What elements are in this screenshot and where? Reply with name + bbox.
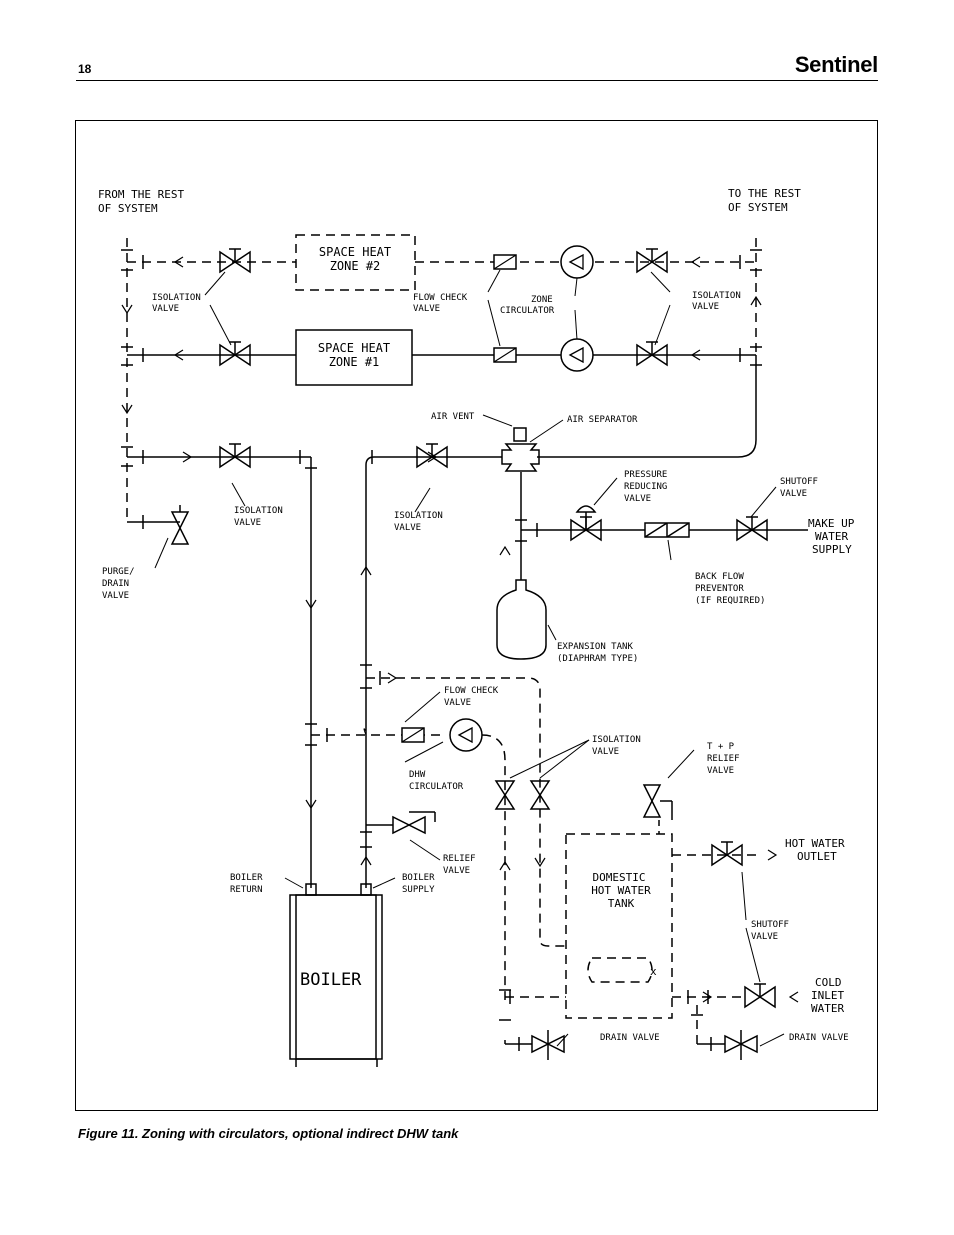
zone-circulator-1 (560, 338, 594, 372)
label-boiler-return-1: BOILER (230, 873, 263, 883)
label-shutoff-top-1: SHUTOFF (780, 477, 818, 487)
label-prv-1: PRESSURE (624, 470, 667, 480)
label-purge-1: PURGE/ (102, 567, 135, 577)
shutoff-valve-makeup (736, 516, 768, 541)
label-dhw-circ-2: CIRCULATOR (409, 782, 464, 792)
label-tp-3: VALVE (707, 766, 734, 776)
label-flow-check-1: FLOW CHECK (413, 293, 468, 303)
label-iso-left-1: ISOLATION (152, 293, 201, 303)
tp-relief-valve (642, 784, 673, 820)
label-dom-tank-2: HOT WATER (591, 884, 651, 897)
label-iso-left-2: VALVE (152, 304, 179, 314)
label-flow-check-2: VALVE (413, 304, 440, 314)
label-iso-dhw-1: ISOLATION (592, 735, 641, 745)
figure-frame (75, 120, 878, 1111)
flow-check-valve-zone2 (493, 254, 517, 270)
label-hot-outlet-2: OUTLET (797, 850, 837, 863)
label-backflow-3: (IF REQUIRED) (695, 596, 765, 606)
label-flow-check-dhw-2: VALVE (444, 698, 471, 708)
label-dom-tank-3: TANK (608, 897, 635, 910)
isolation-valve-boiler-return (219, 443, 251, 468)
page-number: 18 (78, 62, 92, 76)
label-drain-right: DRAIN VALVE (789, 1033, 849, 1043)
label-exp-tank-1: EXPANSION TANK (557, 642, 633, 652)
label-relief-1: RELIEF (443, 854, 476, 864)
isolation-valve-zone1-return (636, 341, 668, 366)
label-dhw-circ-1: DHW (409, 770, 426, 780)
label-boiler-supply-2: SUPPLY (402, 885, 435, 895)
shutoff-valve-cold-inlet (744, 983, 776, 1008)
label-zone-circ-1: ZONE (531, 295, 553, 305)
label-dom-tank-1: DOMESTIC (593, 871, 646, 884)
label-prv-3: VALVE (624, 494, 651, 504)
label-backflow-2: PREVENTOR (695, 584, 744, 594)
purge-drain-valve (170, 505, 190, 545)
label-air-vent: AIR VENT (431, 412, 475, 422)
label-cold-3: WATER (811, 1002, 844, 1015)
label-tp-1: T + P (707, 742, 735, 752)
label-from-rest-2: OF SYSTEM (98, 202, 158, 215)
zone-circulator-2 (560, 245, 594, 279)
label-to-rest-1: TO THE REST (728, 187, 801, 200)
label-exp-tank-2: (DIAPHRAM TYPE) (557, 654, 638, 664)
label-iso-dhw-2: VALVE (592, 747, 619, 757)
brand-title: Sentinel (794, 52, 878, 77)
label-iso-right-1: ISOLATION (692, 291, 741, 301)
label-iso-right-2: VALVE (692, 302, 719, 312)
tank-coil-mark: x (650, 965, 657, 978)
label-shutoff-bot-2: VALVE (751, 932, 778, 942)
flow-check-valve-dhw (401, 727, 425, 743)
zone1-label-1: SPACE HEAT (318, 341, 390, 355)
label-hot-outlet-1: HOT WATER (785, 837, 845, 850)
label-makeup-3: SUPPLY (812, 543, 852, 556)
label-relief-2: VALVE (443, 866, 470, 876)
figure-caption: Figure 11. Zoning with circulators, opti… (78, 1126, 459, 1141)
label-cold-2: INLET (811, 989, 844, 1002)
label-prv-2: REDUCING (624, 482, 667, 492)
dhw-circulator (449, 718, 483, 752)
label-iso-ret-1: ISOLATION (234, 506, 283, 516)
label-purge-2: DRAIN (102, 579, 129, 589)
isolation-valve-zone2-return (636, 248, 668, 273)
flow-check-valve-zone1 (493, 347, 517, 363)
label-iso-sup-2: VALVE (394, 523, 421, 533)
label-cold-1: COLD (815, 976, 842, 989)
label-drain-left: DRAIN VALVE (600, 1033, 660, 1043)
label-backflow-1: BACK FLOW (695, 572, 744, 582)
zone2-label-1: SPACE HEAT (319, 245, 391, 259)
label-from-rest-1: FROM THE REST (98, 188, 184, 201)
hot-water-outlet-valve (711, 841, 743, 866)
label-boiler-return-2: RETURN (230, 885, 263, 895)
label-purge-3: VALVE (102, 591, 129, 601)
label-iso-sup-1: ISOLATION (394, 511, 443, 521)
relief-valve (392, 811, 436, 835)
label-makeup-1: MAKE UP (808, 517, 855, 530)
pressure-reducing-valve (570, 516, 602, 541)
isolation-valve-zone1-supply (219, 341, 251, 366)
label-makeup-2: WATER (815, 530, 848, 543)
label-boiler-supply-1: BOILER (402, 873, 435, 883)
label-shutoff-top-2: VALVE (780, 489, 807, 499)
label-shutoff-bot-1: SHUTOFF (751, 920, 789, 930)
zone1-label-2: ZONE #1 (329, 355, 380, 369)
isolation-valve-zone2-supply (219, 248, 251, 273)
boiler-label: BOILER (300, 970, 362, 990)
piping-diagram: FROM THE REST OF SYSTEM TO THE REST OF S… (98, 187, 855, 1067)
zone2-label-2: ZONE #2 (330, 259, 381, 273)
drain-valve-left (531, 1030, 565, 1060)
label-tp-2: RELIEF (707, 754, 740, 764)
label-to-rest-2: OF SYSTEM (728, 201, 788, 214)
label-flow-check-dhw-1: FLOW CHECK (444, 686, 499, 696)
isolation-valve-boiler-supply (416, 443, 448, 468)
drain-valve-right (724, 1030, 758, 1060)
label-air-separator: AIR SEPARATOR (567, 415, 638, 425)
label-iso-ret-2: VALVE (234, 518, 261, 528)
header-rule (76, 80, 878, 81)
label-zone-circ-2: CIRCULATOR (500, 306, 555, 316)
